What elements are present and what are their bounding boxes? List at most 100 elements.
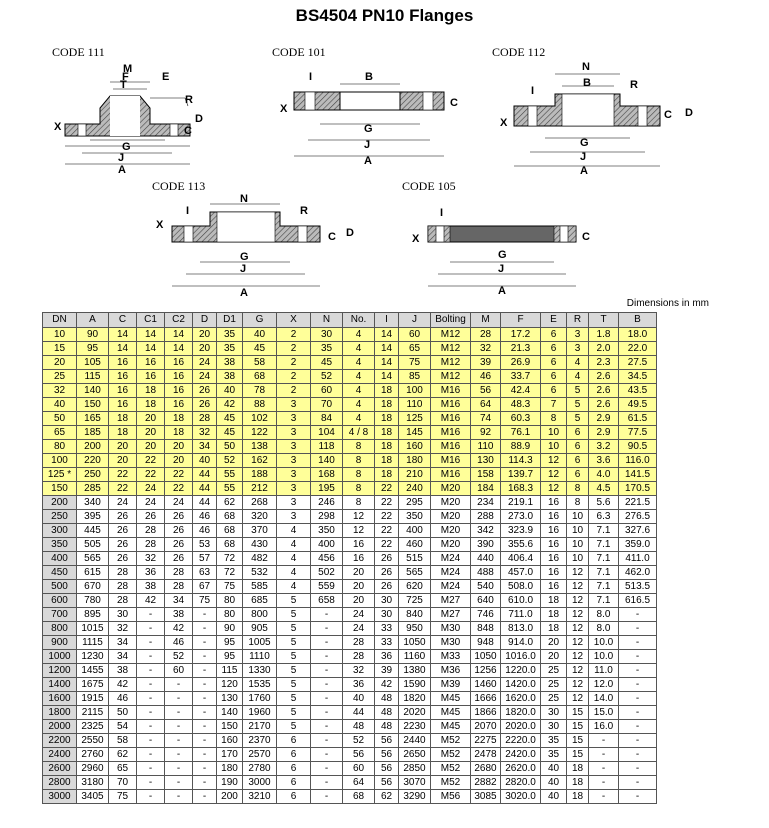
table-cell: 395 (76, 509, 109, 524)
table-cell: 10 (566, 523, 589, 538)
table-cell: 26.9 (500, 355, 541, 370)
table-cell: 658 (310, 593, 343, 608)
table-cell: - (310, 691, 343, 706)
dim-label: X (280, 103, 288, 115)
dn-cell: 100 (42, 453, 77, 468)
table-cell: 2275 (470, 733, 501, 748)
dn-cell: 125 * (42, 467, 77, 482)
dim-label: J (580, 151, 586, 163)
table-cell: M16 (430, 397, 471, 412)
table-cell: 70 (310, 397, 343, 412)
table-cell: 158 (470, 467, 501, 482)
table-cell: 46 (164, 635, 193, 650)
table-cell: 8 (342, 439, 375, 454)
table-cell: 295 (398, 495, 431, 510)
table-cell: 12 (566, 691, 589, 706)
table-cell: 36 (374, 649, 399, 664)
table-cell: 12 (342, 523, 375, 538)
table-cell: 34 (192, 439, 217, 454)
dim-label: G (240, 251, 249, 263)
table-cell: - (618, 775, 657, 790)
table-cell: 200 (76, 439, 109, 454)
table-cell: 20 (342, 593, 375, 608)
column-header: D (192, 312, 217, 328)
table-cell: 457.0 (500, 565, 541, 580)
table-cell: 62 (216, 495, 243, 510)
table-cell: 38 (136, 579, 165, 594)
table-cell: 268 (242, 495, 277, 510)
column-header: T (588, 312, 619, 328)
table-cell: 140 (216, 705, 243, 720)
table-cell: 246 (310, 495, 343, 510)
table-cell: 532 (242, 565, 277, 580)
drawing-code-111: CODE 111 M F T E R X C D G J A (52, 45, 203, 176)
dim-label: X (500, 117, 508, 129)
code-label: CODE 112 (492, 45, 545, 59)
dim-label: E (162, 71, 169, 83)
table-cell: M39 (430, 677, 471, 692)
table-cell: 20 (164, 453, 193, 468)
dim-label: T (120, 79, 127, 91)
table-cell: 25 (540, 677, 567, 692)
table-cell: 52 (216, 453, 243, 468)
table-cell: 840 (398, 607, 431, 622)
table-cell: 4 (342, 327, 375, 342)
table-cell: 46 (108, 691, 137, 706)
table-cell: - (588, 789, 619, 804)
table-cell: 585 (242, 579, 277, 594)
table-cell: 32 (342, 663, 375, 678)
table-cell: 26 (164, 551, 193, 566)
table-cell: 2680 (470, 761, 501, 776)
column-header: No. (342, 312, 375, 328)
table-cell: 139.7 (500, 467, 541, 482)
dn-cell: 1000 (42, 649, 77, 664)
table-cell: 10 (540, 439, 567, 454)
table-cell: 2.6 (588, 397, 619, 412)
dn-cell: 450 (42, 565, 77, 580)
table-cell: 34 (108, 635, 137, 650)
table-cell: 3 (276, 439, 311, 454)
table-cell: 64 (342, 775, 375, 790)
table-cell: 105 (76, 355, 109, 370)
table-cell: 24 (342, 621, 375, 636)
table-cell: 60 (310, 383, 343, 398)
dn-cell: 800 (42, 621, 77, 636)
table-cell: 616.5 (618, 593, 657, 608)
table-cell: 350 (398, 509, 431, 524)
table-cell: 5 (566, 411, 589, 426)
table-cell: 2.6 (588, 369, 619, 384)
table-cell: 168.3 (500, 481, 541, 496)
table-cell: - (310, 719, 343, 734)
dn-cell: 65 (42, 425, 77, 440)
table-cell: M45 (430, 691, 471, 706)
table-cell: 42 (374, 677, 399, 692)
table-cell: 100 (398, 383, 431, 398)
table-cell: 26 (136, 509, 165, 524)
table-cell: 5 (276, 705, 311, 720)
table-cell: 12 (566, 607, 589, 622)
table-cell: 32 (136, 551, 165, 566)
table-cell: 20 (342, 565, 375, 580)
table-cell: 4 (342, 355, 375, 370)
dim-label: R (630, 79, 638, 91)
table-cell: 3070 (398, 775, 431, 790)
table-cell: 2325 (76, 719, 109, 734)
table-cell: 16 (108, 369, 137, 384)
table-cell: 26 (192, 397, 217, 412)
table-cell: 2650 (398, 747, 431, 762)
table-cell: - (136, 691, 165, 706)
table-cell: 482 (242, 551, 277, 566)
table-cell: 340 (76, 495, 109, 510)
table-cell: 14 (374, 327, 399, 342)
dim-label: B (583, 77, 591, 89)
table-cell: 16 (540, 565, 567, 580)
table-cell: 16 (164, 397, 193, 412)
table-cell: 4 (566, 355, 589, 370)
table-cell: 10 (566, 537, 589, 552)
